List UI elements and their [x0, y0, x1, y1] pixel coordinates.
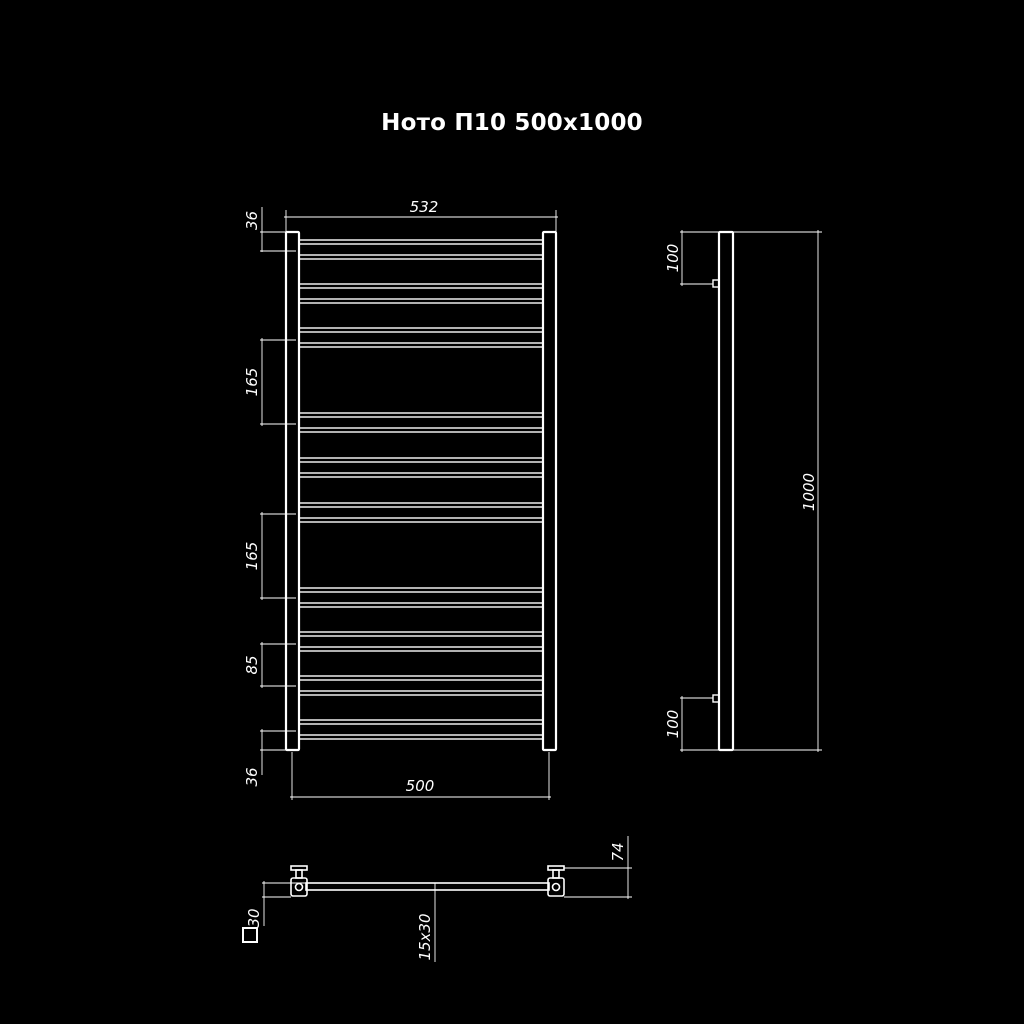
horizontal-bar: [298, 254, 544, 260]
horizontal-bar: [298, 675, 544, 681]
horizontal-bar: [298, 587, 544, 593]
horizontal-bar: [298, 283, 544, 289]
dim-gap-1-label: 165: [243, 368, 261, 397]
horizontal-bar: [298, 412, 544, 418]
right-post: [541, 230, 558, 752]
horizontal-bar: [298, 327, 544, 333]
horizontal-bar: [298, 517, 544, 523]
dim-side-chain: [680, 230, 822, 752]
horizontal-bar: [298, 690, 544, 696]
square-profile-icon: [242, 927, 258, 943]
dim-depth-label: 74: [609, 842, 627, 861]
horizontal-bar: [298, 719, 544, 725]
side-post: [717, 230, 735, 752]
dim-width-bottom-label: 500: [406, 777, 435, 795]
horizontal-bar: [298, 427, 544, 433]
horizontal-bar: [298, 646, 544, 652]
horizontal-bar: [298, 602, 544, 608]
dim-profile-square-label: 30: [245, 908, 263, 927]
side-view: 100 100 1000: [664, 230, 822, 752]
dim-width-top-label: 532: [410, 198, 439, 216]
dim-width-bottom: [290, 752, 551, 800]
dim-gap-3-label: 85: [243, 655, 261, 674]
left-wall-mount: [290, 865, 308, 897]
dim-bottom-mount-label: 100: [664, 710, 682, 739]
dim-left-chain: [260, 207, 296, 775]
left-post: [284, 230, 301, 752]
horizontal-bar: [298, 631, 544, 637]
right-wall-mount: [547, 865, 565, 897]
dim-plan-lines: [262, 836, 632, 962]
horizontal-bar: [298, 298, 544, 304]
bottom-bracket: [712, 694, 720, 703]
dim-width-top: [284, 210, 558, 232]
dim-height-label: 1000: [800, 473, 818, 511]
horizontal-bar: [298, 239, 544, 245]
horizontal-bar: [298, 472, 544, 478]
horizontal-bar: [298, 734, 544, 740]
dim-top-offset-label: 36: [243, 211, 261, 230]
horizontal-bars: [298, 239, 544, 740]
horizontal-bar: [298, 342, 544, 348]
plan-bar: [305, 882, 550, 891]
diagram-title: Ното П10 500х1000: [381, 110, 643, 136]
top-bracket: [712, 279, 720, 288]
dim-gap-2-label: 165: [243, 542, 261, 571]
front-view: 532 500 36 165 165: [243, 198, 558, 800]
bottom-view: 30 74 15x30: [242, 836, 632, 962]
horizontal-bar: [298, 457, 544, 463]
horizontal-bar: [298, 502, 544, 508]
dim-bar-section-label: 15x30: [416, 913, 434, 960]
dim-bottom-offset-label: 36: [243, 767, 261, 786]
dim-top-mount-label: 100: [664, 244, 682, 273]
